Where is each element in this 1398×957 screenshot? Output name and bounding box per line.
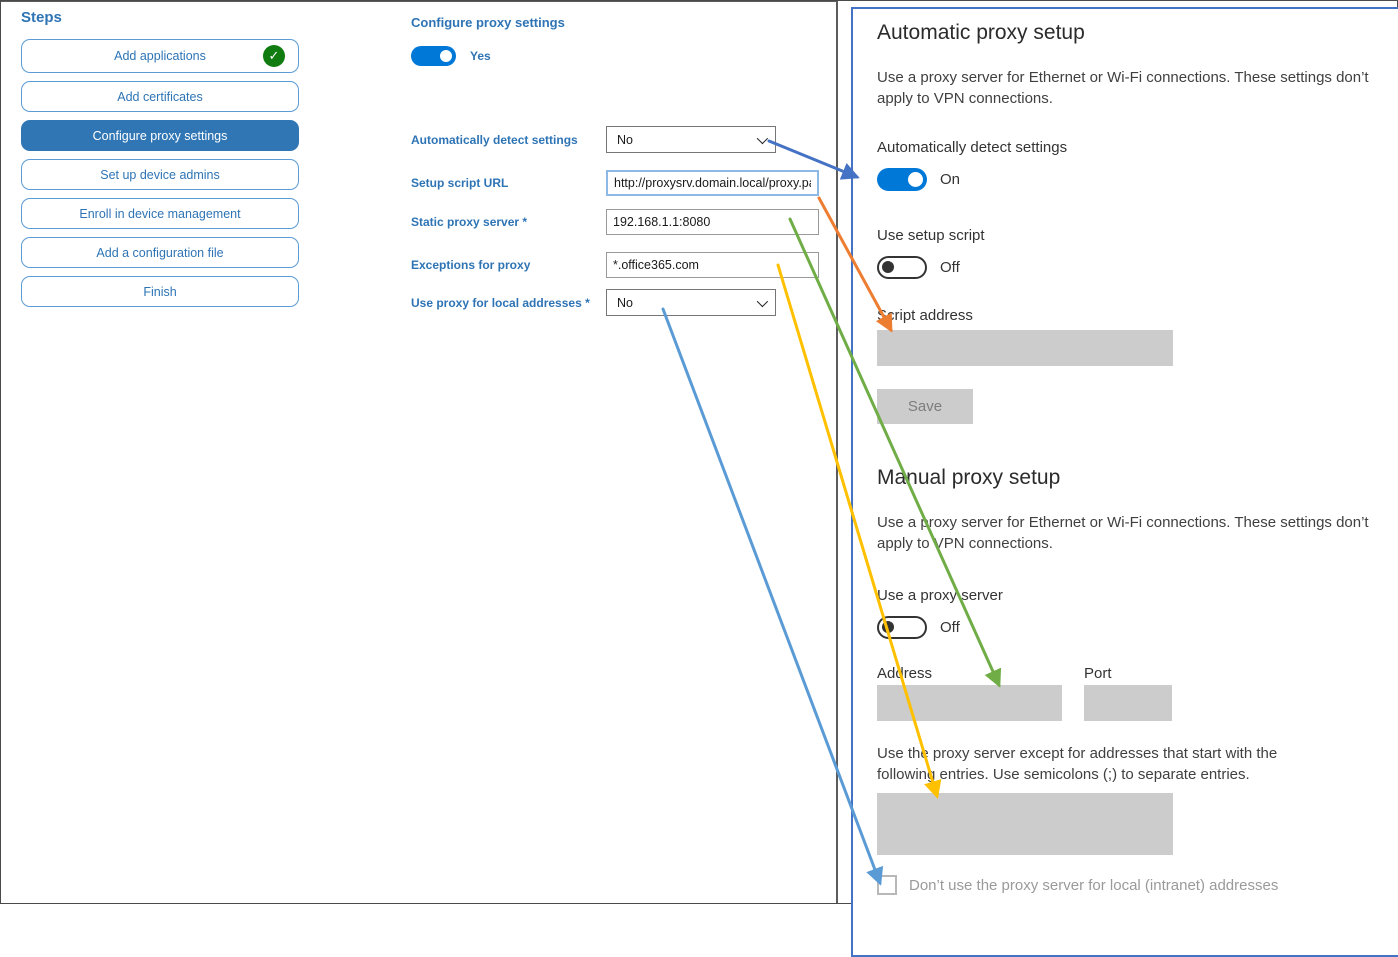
dont-use-proxy-local-checkbox[interactable] bbox=[877, 875, 897, 895]
manual-proxy-description: Use a proxy server for Ethernet or Wi-Fi… bbox=[877, 514, 1369, 552]
toggle-knob bbox=[882, 261, 894, 273]
chevron-down-icon bbox=[756, 295, 769, 307]
completed-check-icon: ✓ bbox=[263, 45, 285, 67]
steps-sidebar: Steps Add applications ✓ Add certificate… bbox=[21, 9, 299, 315]
step-label: Configure proxy settings bbox=[92, 128, 228, 143]
toggle-knob bbox=[440, 50, 452, 62]
sidebar-item-add-a-configuration-file[interactable]: Add a configuration file bbox=[21, 237, 299, 268]
static-proxy-server-input[interactable] bbox=[606, 208, 819, 235]
script-address-label: Script address bbox=[877, 307, 973, 324]
use-setup-script-label: Use setup script bbox=[877, 227, 985, 244]
script-address-input[interactable] bbox=[877, 330, 1173, 366]
windows-settings-proxy-panel: Automatic proxy setup Use a proxy server… bbox=[851, 7, 1398, 957]
select-value: No bbox=[617, 132, 633, 147]
step-label: Add a configuration file bbox=[96, 245, 224, 260]
form-row-auto-detect: Automatically detect settings No bbox=[411, 126, 776, 153]
toggle-knob bbox=[882, 621, 894, 633]
sidebar-item-enroll-in-device-management[interactable]: Enroll in device management bbox=[21, 198, 299, 229]
exceptions-for-proxy-input[interactable] bbox=[606, 251, 819, 278]
step-label: Add certificates bbox=[117, 89, 203, 104]
form-row-local-addresses: Use proxy for local addresses * No bbox=[411, 289, 776, 316]
use-proxy-server-toggle[interactable] bbox=[877, 615, 927, 639]
field-label: Setup script URL bbox=[411, 175, 509, 190]
proxy-exceptions-textarea[interactable] bbox=[877, 793, 1173, 855]
field-label: Exceptions for proxy bbox=[411, 257, 531, 272]
sidebar-item-add-applications[interactable]: Add applications ✓ bbox=[21, 39, 299, 73]
use-proxy-server-label: Use a proxy server bbox=[877, 587, 1003, 604]
proxy-exceptions-description: Use the proxy server except for addresse… bbox=[877, 745, 1278, 783]
field-label: Use proxy for local addresses * bbox=[411, 295, 590, 310]
automatic-proxy-setup-heading: Automatic proxy setup bbox=[877, 21, 1085, 44]
checkbox-label: Don’t use the proxy server for local (in… bbox=[909, 877, 1279, 894]
port-label: Port bbox=[1084, 665, 1112, 682]
proxy-port-input[interactable] bbox=[1084, 685, 1172, 721]
arrow-local-addresses-mapping bbox=[661, 307, 884, 886]
toggle-state-label: Off bbox=[940, 618, 960, 636]
configure-proxy-toggle-row: Yes bbox=[411, 46, 491, 66]
step-label: Finish bbox=[143, 284, 177, 299]
steps-title: Steps bbox=[21, 9, 62, 26]
toggle-state-label: Off bbox=[940, 258, 960, 276]
sidebar-item-finish[interactable]: Finish bbox=[21, 276, 299, 307]
address-label: Address bbox=[877, 665, 933, 682]
use-setup-script-toggle[interactable] bbox=[877, 255, 927, 279]
automatic-proxy-description: Use a proxy server for Ethernet or Wi-Fi… bbox=[877, 69, 1369, 107]
chevron-down-icon bbox=[756, 132, 769, 144]
form-row-setup-script-url: Setup script URL bbox=[411, 169, 819, 196]
step-label: Enroll in device management bbox=[79, 206, 241, 221]
step-label: Set up device admins bbox=[100, 167, 220, 182]
field-label: Automatically detect settings bbox=[411, 132, 578, 147]
sidebar-item-set-up-device-admins[interactable]: Set up device admins bbox=[21, 159, 299, 190]
toggle-knob bbox=[908, 171, 923, 187]
address-port-inputs bbox=[877, 685, 1398, 721]
form-row-static-proxy: Static proxy server * bbox=[411, 208, 819, 235]
form-title: Configure proxy settings bbox=[411, 15, 565, 30]
manual-proxy-setup-heading: Manual proxy setup bbox=[877, 466, 1061, 489]
configure-proxy-form: Configure proxy settings Yes Automatical… bbox=[411, 15, 839, 345]
use-proxy-server-toggle-row: Off bbox=[877, 615, 1398, 639]
use-setup-script-toggle-row: Off bbox=[877, 255, 1398, 279]
form-row-exceptions: Exceptions for proxy bbox=[411, 251, 819, 278]
use-proxy-local-addresses-select[interactable]: No bbox=[606, 289, 776, 316]
select-value: No bbox=[617, 295, 633, 310]
auto-detect-toggle-row: On bbox=[877, 167, 1398, 191]
step-label: Add applications bbox=[114, 49, 206, 63]
address-port-labels: Address Port bbox=[877, 665, 1398, 683]
sidebar-item-configure-proxy-settings[interactable]: Configure proxy settings bbox=[21, 120, 299, 151]
sidebar-item-add-certificates[interactable]: Add certificates bbox=[21, 81, 299, 112]
configure-proxy-toggle[interactable] bbox=[411, 46, 456, 66]
toggle-state-label: On bbox=[940, 170, 961, 188]
auto-detect-toggle[interactable] bbox=[877, 167, 927, 191]
local-addresses-checkbox-row: Don’t use the proxy server for local (in… bbox=[877, 875, 1398, 895]
field-label: Static proxy server * bbox=[411, 214, 528, 229]
save-button[interactable]: Save bbox=[877, 389, 973, 424]
toggle-state-label: Yes bbox=[470, 49, 491, 63]
auto-detect-select[interactable]: No bbox=[606, 126, 776, 153]
proxy-address-input[interactable] bbox=[877, 685, 1062, 721]
setup-script-url-input[interactable] bbox=[606, 169, 819, 196]
auto-detect-settings-label: Automatically detect settings bbox=[877, 139, 1068, 156]
